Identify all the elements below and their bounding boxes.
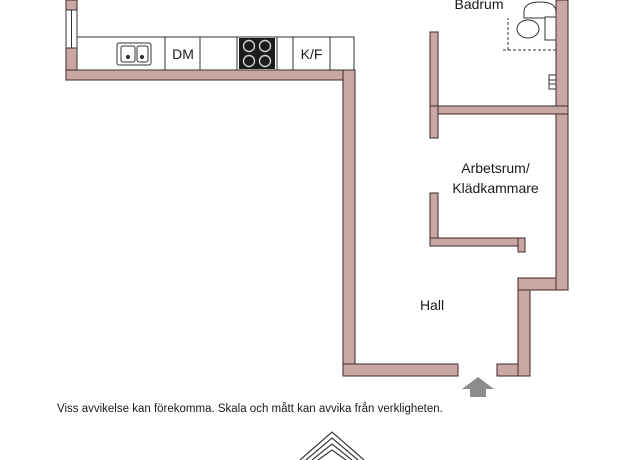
wall-office-left-top [429,105,439,139]
bathroom-fixtures [503,1,557,90]
appliance-label-fridge-freezer: K/F [300,46,323,62]
wall-office-bottom-right [517,237,526,253]
entrance-arrow-icon [462,377,494,397]
room-label-bathroom: Badrum [454,0,504,12]
wall-office-bottom-left [429,237,526,247]
wall-hall-right-lower [517,277,531,377]
stove-icon [239,38,275,69]
compass-logo [299,431,365,460]
room-label-office-line2: Klädkammare [452,180,539,196]
disclaimer-text: Viss avvikelse kan förekomma. Skala och … [57,403,443,415]
wall-outer-right [555,0,569,291]
wall-bathroom-left [429,31,439,111]
window [65,9,78,49]
wall-hall-left [342,69,356,377]
wall-bathroom-office [429,105,569,115]
toilet-icon [516,16,557,41]
room-label-hall: Hall [419,297,445,313]
wall-kitchen-bottom [65,69,356,81]
wall-hall-bottom-left [342,363,459,377]
floor-drain-icon [548,74,557,90]
sink-icon [116,42,152,66]
appliance-label-dishwasher: DM [172,46,194,62]
room-label-office-line1: Arbetsrum/ [461,160,530,176]
walls [65,0,569,377]
room-label-office-closet: Arbetsrum/ Klädkammare [438,158,553,198]
washbasin-icon [523,1,557,19]
